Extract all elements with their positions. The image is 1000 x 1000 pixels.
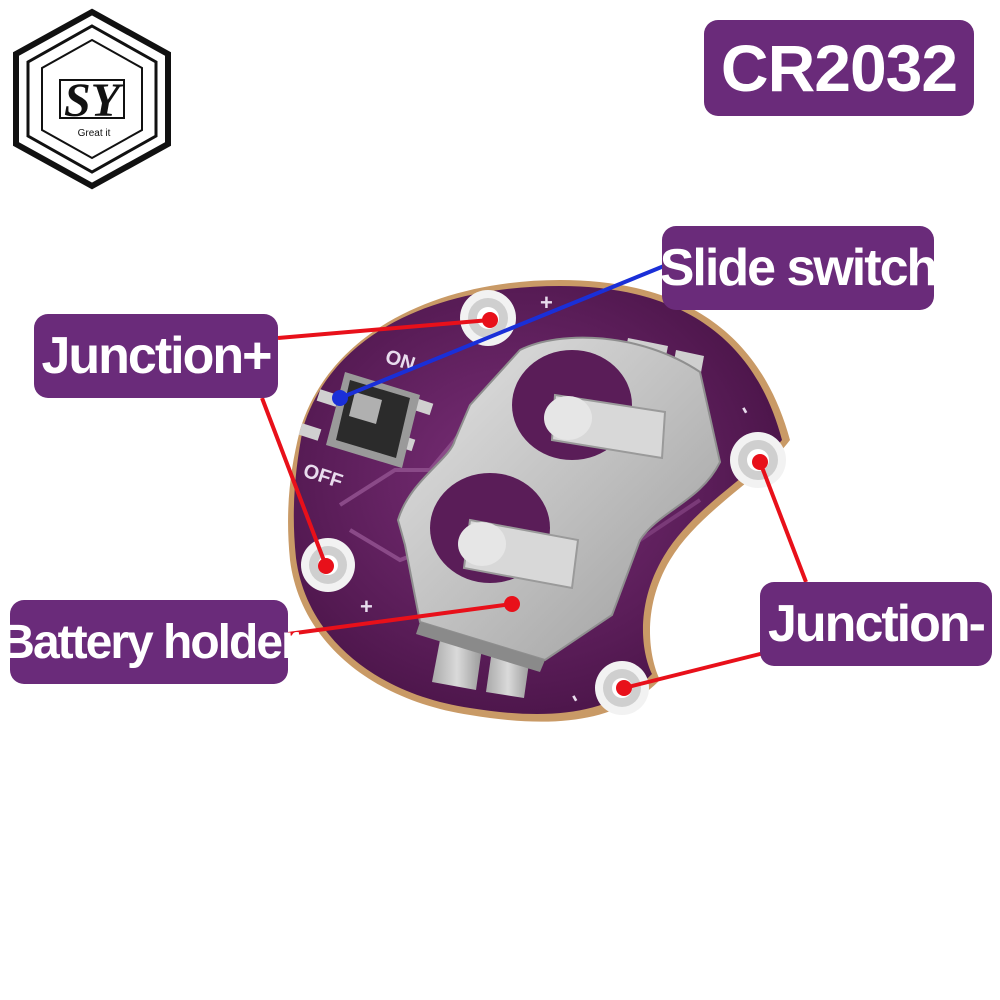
battery-holder-label: Battery holder: [0, 600, 300, 684]
battery-holder-label-text: Battery holder: [0, 615, 299, 669]
pointer-dot-junction-minus-top: [752, 454, 768, 470]
junction-minus-label-text: Junction-: [768, 595, 986, 653]
silk-plus-bottom: +: [360, 594, 373, 619]
battery-type-badge: CR2032: [704, 20, 974, 116]
pointer-junction-minus-top: [758, 461, 808, 583]
slide-switch: [298, 372, 434, 468]
junction-minus-label: Junction-: [760, 582, 992, 666]
logo-letters: SY: [64, 74, 124, 127]
pointer-junction-minus-bottom: [623, 646, 785, 690]
pointer-battery-holder: [287, 602, 513, 636]
slide-switch-label: Slide switch: [659, 226, 939, 310]
silk-plus-top: +: [540, 290, 553, 315]
slide-switch-label-text: Slide switch: [659, 239, 939, 297]
pointer-dot-junction-minus-bottom: [616, 680, 632, 696]
pointer-dot-battery-holder: [504, 596, 520, 612]
junction-plus-label-text: Junction+: [41, 327, 272, 385]
battery-type-text: CR2032: [720, 31, 958, 105]
pointer-dot-junction-plus-left: [318, 558, 334, 574]
brand-logo: SY Great it: [13, 8, 171, 190]
pointer-dot-slide-switch: [332, 390, 348, 406]
holder-edge: [416, 622, 545, 672]
pointer-dot-junction-plus-top: [482, 312, 498, 328]
holder-cutout-top: [512, 350, 667, 460]
junction-plus-label: Junction+: [34, 314, 278, 398]
pointer-slide-switch: [339, 264, 665, 400]
pointer-junction-plus-left: [260, 397, 328, 567]
logo-tagline: Great it: [78, 128, 111, 139]
holder-cutout-bottom: [430, 473, 580, 590]
pointer-junction-plus-top: [277, 318, 491, 340]
